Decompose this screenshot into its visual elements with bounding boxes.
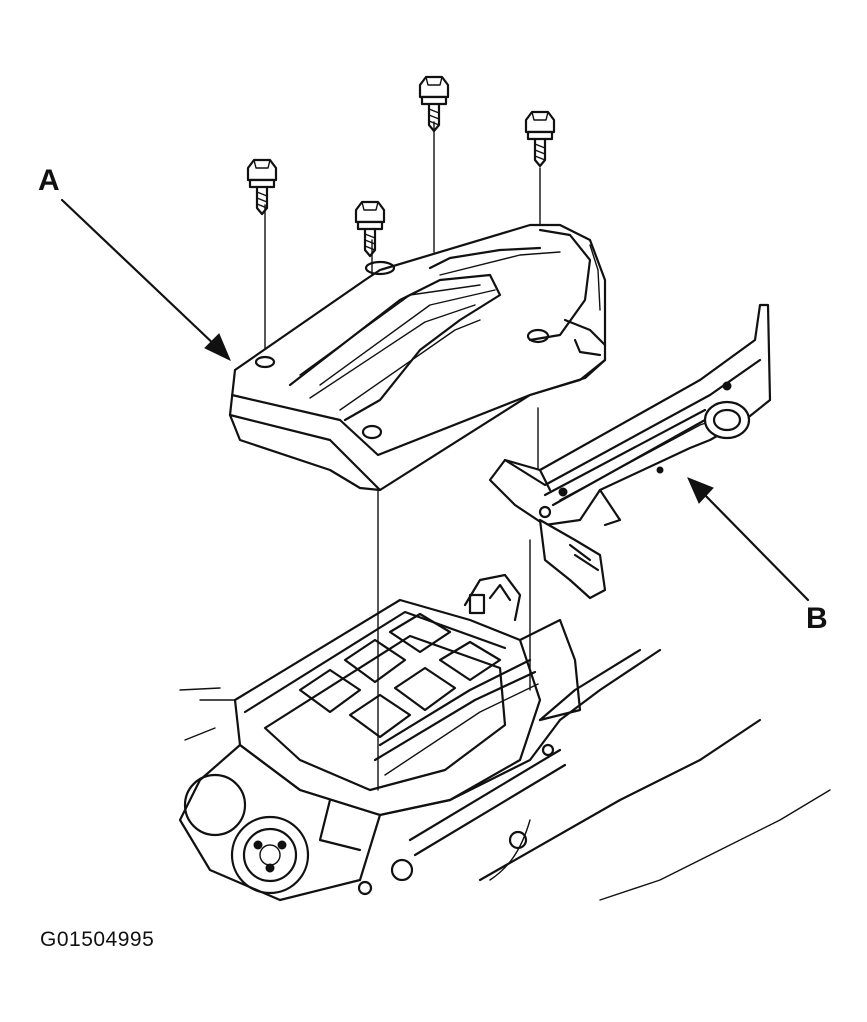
engine-cover-a bbox=[228, 223, 607, 492]
bolt-4 bbox=[524, 110, 556, 168]
bolt-2 bbox=[354, 200, 386, 258]
bolt-3 bbox=[418, 75, 450, 133]
callout-label-b: B bbox=[806, 602, 828, 635]
callout-label-a: A bbox=[38, 164, 60, 197]
figure-id: G01504995 bbox=[40, 928, 155, 951]
engine-assembly bbox=[178, 573, 831, 902]
bolt-1 bbox=[246, 158, 278, 216]
callout-arrow-a bbox=[60, 198, 231, 362]
side-cover-b bbox=[488, 303, 772, 600]
callout-arrow-b bbox=[687, 477, 810, 602]
